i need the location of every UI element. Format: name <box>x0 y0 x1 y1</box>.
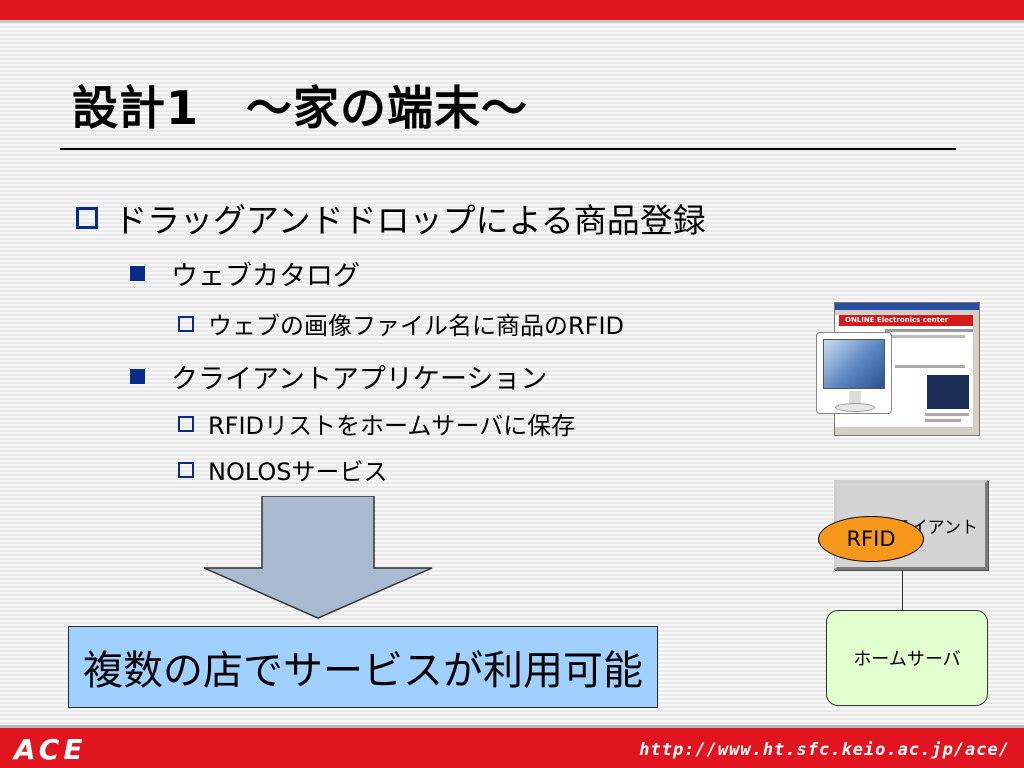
bullet-web-catalog-sub-text: ウェブの画像ファイル名に商品のRFID <box>208 312 625 340</box>
bullet-web-catalog-text: ウェブカタログ <box>171 261 360 292</box>
bullet-level1: ドラッグアンドドロップによる商品登録 <box>76 194 706 242</box>
imac-computer-icon <box>816 332 892 414</box>
slide-title: 設計1 ～家の端末～ <box>72 81 529 135</box>
imac-screen <box>823 339 885 389</box>
top-bar <box>0 0 1024 20</box>
bullet-web-catalog-sub: ウェブの画像ファイル名に商品のRFID <box>178 306 624 341</box>
connector-line <box>902 570 903 610</box>
browser-text-line <box>885 335 965 338</box>
browser-toolbar <box>835 310 979 315</box>
hollow-square-bullet-icon <box>178 315 194 332</box>
rfid-badge: RFID <box>818 516 924 562</box>
title-underline <box>60 148 956 150</box>
browser-titlebar <box>835 303 979 310</box>
bullet-client-app-sub2-text: NOLOSサービス <box>208 458 388 486</box>
bullet-client-app: クライアントアプリケーション <box>130 357 547 396</box>
solid-square-bullet-icon <box>130 369 145 384</box>
bullet-client-app-sub1-text: RFIDリストをホームサーバに保存 <box>208 412 576 440</box>
footer-url: http://www.ht.sfc.keio.ac.jp/ace/ <box>639 740 1010 760</box>
hollow-square-bullet-icon <box>76 207 98 229</box>
hollow-square-bullet-icon <box>178 461 194 478</box>
album-cover-image <box>927 375 969 409</box>
solid-square-bullet-icon <box>130 266 145 281</box>
imac-neck <box>849 391 861 405</box>
bullet-client-app-sub1: RFIDリストをホームサーバに保存 <box>178 406 575 441</box>
hollow-square-bullet-icon <box>178 415 194 432</box>
bottom-bar-divider <box>0 725 1024 728</box>
browser-statusbar <box>835 427 979 435</box>
browser-text-line <box>895 365 965 368</box>
browser-site-header: ONLINE Electronics center <box>839 315 975 326</box>
bullet-level1-text: ドラッグアンドドロップによる商品登録 <box>114 201 706 240</box>
browser-text-line <box>925 419 961 422</box>
top-bar-divider <box>0 20 1024 23</box>
browser-text-line <box>925 413 969 416</box>
ace-logo: ACE <box>14 733 87 766</box>
imac-base <box>835 403 875 412</box>
bottom-bar <box>0 728 1024 768</box>
down-arrow-icon <box>203 496 433 619</box>
result-box: 複数の店でサービスが利用可能 <box>68 626 658 708</box>
home-server-box: ホームサーバ <box>826 610 988 706</box>
browser-text-line <box>885 329 975 332</box>
bullet-web-catalog: ウェブカタログ <box>130 254 360 293</box>
browser-scrollbar <box>973 315 979 427</box>
bullet-client-app-text: クライアントアプリケーション <box>171 364 548 395</box>
bullet-client-app-sub2: NOLOSサービス <box>178 452 387 487</box>
